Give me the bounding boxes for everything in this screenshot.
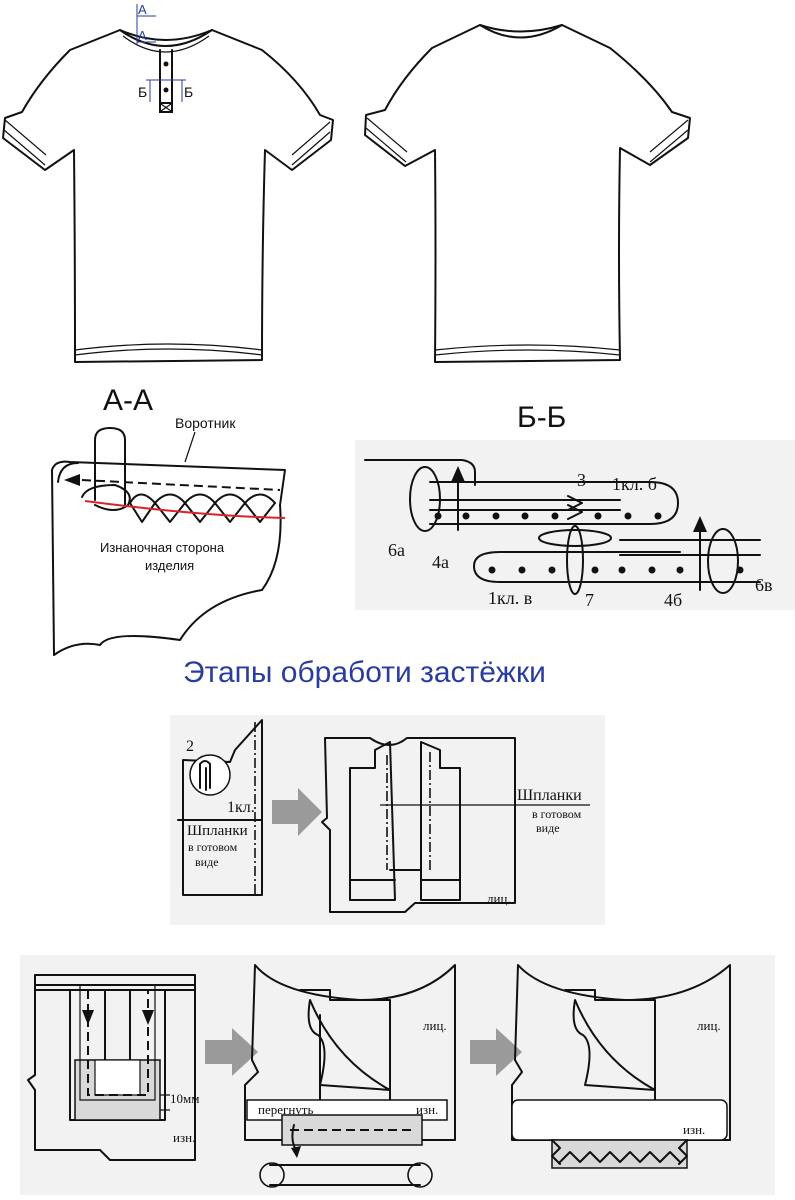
label-7: 7 [585, 590, 594, 610]
stage-arrow-icon [470, 1028, 522, 1076]
wrong-side-label-line1: Изнаночная сторона [100, 540, 225, 555]
stage5-face-label: лиц. [697, 1018, 721, 1033]
label-1kl-b: 1кл. б [612, 474, 657, 494]
stage2-plank-line3: виде [536, 821, 560, 835]
stage1-label-2: 2 [186, 738, 194, 755]
label-4a: 4а [432, 552, 449, 572]
section-a-marker-bottom: А [138, 28, 147, 43]
stage2-face-label: лиц. [487, 891, 511, 906]
stage2-plank-line1: Шпланки [517, 787, 582, 804]
stages-title: Этапы обработи застёжки [183, 656, 546, 689]
section-b-marker-left: Б [138, 84, 147, 100]
stage-arrow-icon [272, 788, 322, 836]
stage1-plank-line3: виде [195, 855, 219, 869]
stage-panel-2: 10мм изн. перегнуть изн. лиц. лиц. изн. [20, 955, 775, 1195]
wrong-side-label-line2: изделия [145, 558, 194, 573]
stage-panel-1: 2 1кл. Шпланки в готовом виде Шпланки в … [170, 715, 605, 925]
stage1-plank-line1: Шпланки [187, 823, 248, 839]
stage4-fold-label: перегнуть [258, 1102, 313, 1117]
stage3-dimension-label: 10мм [170, 1091, 199, 1106]
label-6v: 6в [755, 575, 773, 595]
stage-arrow-icon [205, 1028, 258, 1076]
section-b-marker-right: Б [184, 84, 193, 100]
stage1-label-1kl: 1кл. [227, 799, 255, 816]
label-6a: 6а [388, 540, 405, 560]
stage2-plank-line2: в готовом [532, 807, 582, 821]
section-a-marker-top: А [138, 2, 147, 17]
stage4-face-label: лиц. [423, 1018, 447, 1033]
collar-label: Воротник [175, 415, 236, 431]
stage3-wrong-label: изн. [173, 1130, 195, 1145]
label-1kl-v: 1кл. в [488, 588, 532, 608]
stage4-wrong-label: изн. [416, 1102, 438, 1117]
shirt-back [364, 24, 691, 363]
section-bb-title: Б-Б [517, 401, 566, 434]
stage1-plank-line2: в готовом [188, 840, 238, 854]
section-aa: А-А Воротник Изнаночная сторона изделия [51, 384, 286, 656]
section-bb: Б-Б 3 1кл. б 6а 4а [355, 401, 795, 610]
label-4b: 4б [664, 590, 682, 610]
stage5-wrong-label: изн. [683, 1122, 705, 1137]
label-3: 3 [577, 470, 586, 490]
shirt-front: А А Б Б [2, 2, 334, 363]
section-aa-title: А-А [103, 384, 153, 417]
